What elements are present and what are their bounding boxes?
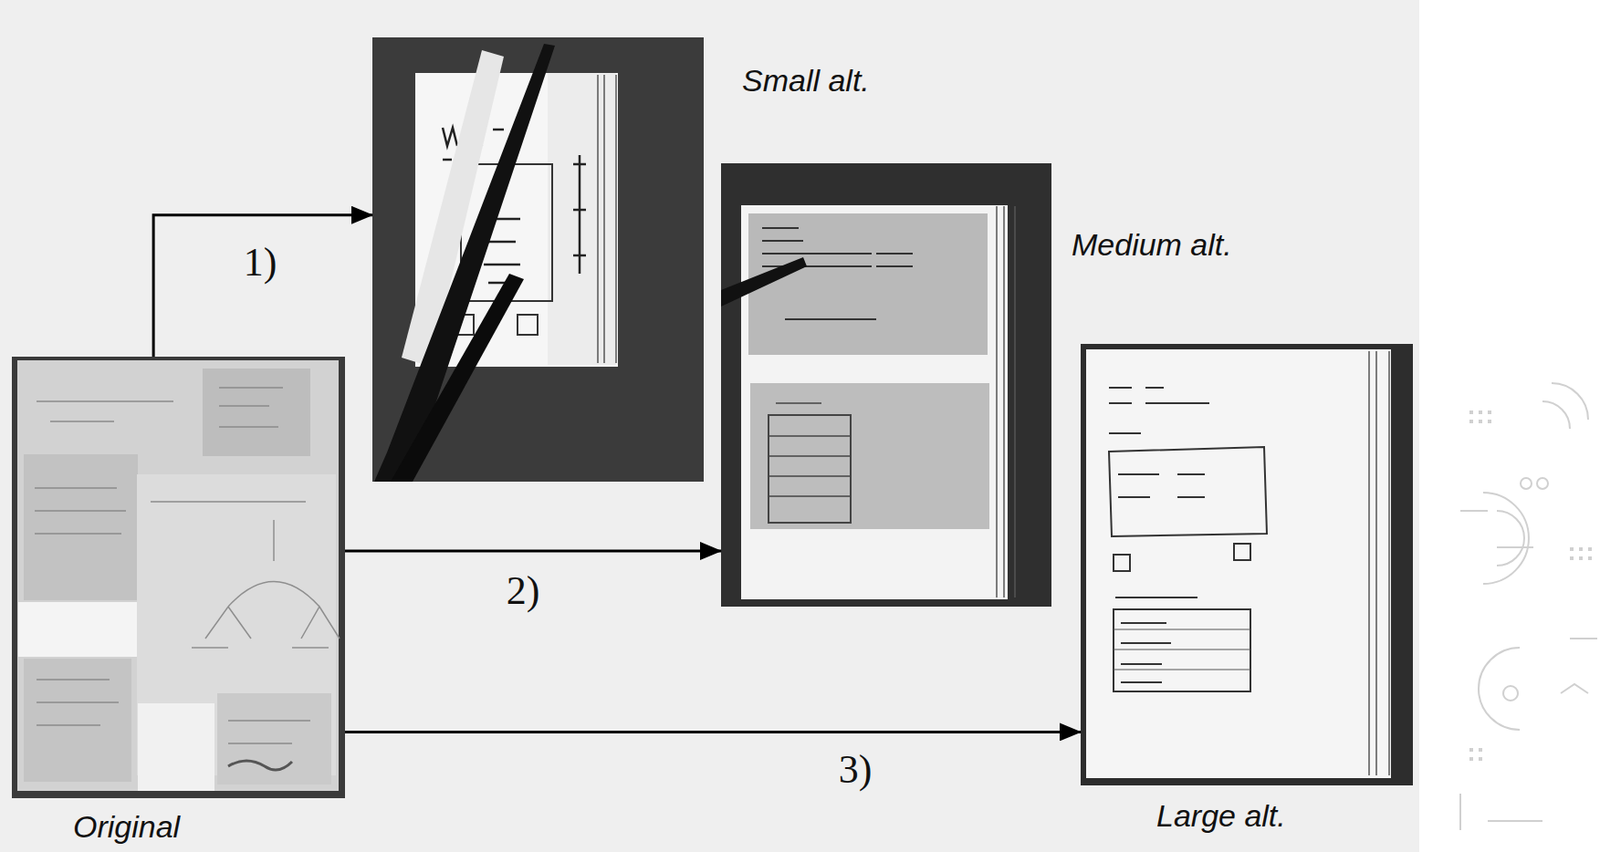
medium-alt-photo-part [750,383,990,530]
circuit-pattern-part-part [1469,419,1474,424]
large-alt-photo-part [1080,344,1413,786]
small-alt-photo-part [374,43,555,482]
page-ground-part [0,0,1420,852]
circuit-pattern-part-part [1569,547,1574,552]
prototype-photo: Small alt. [372,37,704,482]
large-alt-photo-part [1113,609,1251,692]
original-photo-part [23,658,132,783]
small-alt-photo-part [547,73,617,366]
photo-caption: Original [73,810,180,845]
circuit-pattern-part [1537,478,1548,490]
circuit-pattern-part-part [1478,419,1483,424]
photo-caption: Medium alt. [1071,228,1233,262]
circuit-pattern-part [1469,410,1592,762]
medium-alt-photo-part [748,213,988,356]
circuit-pattern-part-part [1487,419,1492,424]
original-photo-part [217,693,332,785]
small-alt-photo-part [390,273,524,482]
circuit-pattern-part-part [1478,410,1483,415]
arrow-connector [345,731,1081,734]
medium-alt-photo [721,163,1052,607]
medium-alt-photo-part [721,257,807,307]
large-alt-photo-part [1113,554,1130,572]
circuit-pattern-part-part [1487,410,1492,415]
circuit-pattern-part-part [1569,556,1574,561]
original-photo-part [202,368,311,457]
original-photo-part [18,602,137,658]
medium-alt-photo-part [741,205,1008,600]
original-photo-part [11,356,346,799]
circuit-pattern-part-part [1588,547,1592,552]
small-alt-photo [372,37,704,482]
arrow-connector [153,215,373,357]
circuit-pattern-part-part [1469,757,1474,762]
large-alt-photo [1080,344,1413,786]
circuit-pattern [1460,383,1598,831]
large-alt-photo-part [1086,349,1391,779]
circuit-pattern-part-part [1469,410,1474,415]
circuit-pattern-part [1460,511,1598,831]
original-photo-part [228,761,293,771]
callout-number: 3) [838,750,873,791]
circuit-pattern-part-part [1478,757,1483,762]
circuit-pattern-part [1483,383,1589,585]
circuit-pattern-part-part [1579,556,1583,561]
small-alt-photo-part [372,37,704,482]
callout-number: 2) [506,571,541,612]
large-alt-photo-part [1113,629,1251,670]
prototype-photo: Medium alt. [721,163,1052,607]
medium-alt-photo-part [996,206,1015,598]
photo-caption: Small alt. [742,63,870,98]
prototype-photo: Original [11,356,346,799]
large-alt-photo-part [1108,447,1267,537]
circuit-pattern-part-part [1478,748,1483,753]
arrow-connector [345,549,722,553]
photo-caption: Large alt. [1156,799,1287,834]
large-alt-photo-part [1233,543,1251,561]
original-photo-part [34,387,311,744]
large-alt-photo-part [1369,351,1390,776]
circuit-pattern-part [1520,478,1532,490]
small-alt-photo-part [517,314,538,335]
circuit-pattern-part [1503,686,1518,701]
prototype-photo: Large alt. [1080,344,1413,786]
original-photo-part [137,703,215,792]
callout-number: 1) [243,242,278,283]
medium-alt-photo-part [768,415,851,523]
medium-alt-photo-part [768,403,851,497]
circuit-pattern-part-part [1579,547,1583,552]
original-photo [11,356,346,799]
circuit-pattern-part-part [1469,748,1474,753]
original-photo-part [23,454,138,601]
circuit-pattern-part-part [1588,556,1592,561]
original-photo-part [17,360,339,792]
small-alt-photo-part [597,74,617,364]
original-photo-part [191,520,340,649]
medium-alt-photo-part [721,163,1052,607]
